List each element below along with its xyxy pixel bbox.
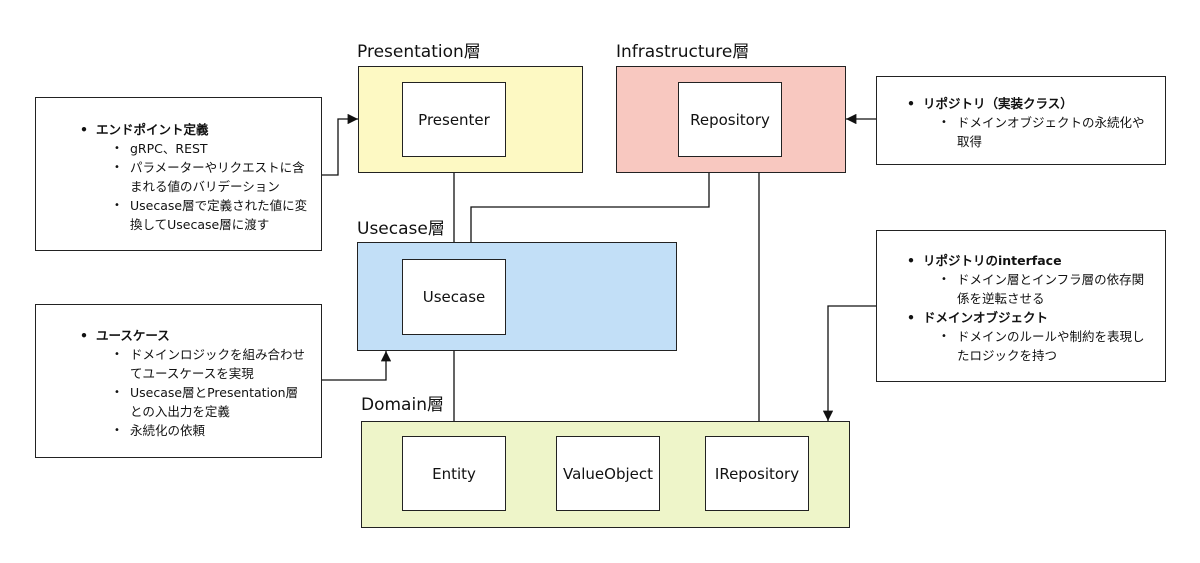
repository-class: Repository <box>678 82 782 157</box>
usecase-note: ユースケース ドメインロジックを組み合わせてユースケースを実現 Usecase層… <box>35 304 322 458</box>
domain-note-item: ドメイン層とインフラ層の依存関係を逆転させる <box>939 270 1153 308</box>
domain-note-heading: リポジトリのinterface <box>905 251 1153 270</box>
endpoint-note-arrow <box>322 113 358 176</box>
presenter-class: Presenter <box>402 82 506 157</box>
irepository-class: IRepository <box>705 436 809 511</box>
repository-to-usecase-arrow <box>471 157 710 258</box>
usecase-note-heading: ユースケース <box>78 326 309 345</box>
repository-impl-note: リポジトリ（実装クラス） ドメインオブジェクトの永続化や取得 <box>876 76 1166 165</box>
domain-note-heading: ドメインオブジェクト <box>905 308 1153 327</box>
endpoint-note: エンドポイント定義 gRPC、REST パラメーターやリクエストに含まれる値のバ… <box>35 97 322 251</box>
valueobject-class: ValueObject <box>556 436 660 511</box>
endpoint-note-item: gRPC、REST <box>112 139 309 158</box>
usecase-class: Usecase <box>402 259 506 335</box>
domain-note: リポジトリのinterface ドメイン層とインフラ層の依存関係を逆転させる ド… <box>876 230 1166 382</box>
domain-note-arrow <box>822 305 876 421</box>
usecase-layer-title: Usecase層 <box>357 219 445 239</box>
domain-note-item: ドメインのルールや制約を表現したロジックを持つ <box>939 327 1153 365</box>
presentation-layer-title: Presentation層 <box>357 42 481 62</box>
domain-layer-title: Domain層 <box>361 395 444 415</box>
usecase-note-item: Usecase層とPresentation層との入出力を定義 <box>112 383 309 421</box>
endpoint-note-item: パラメーターやリクエストに含まれる値のバリデーション <box>112 158 309 196</box>
repository-impl-note-item: ドメインオブジェクトの永続化や取得 <box>939 113 1153 151</box>
usecase-note-item: ドメインロジックを組み合わせてユースケースを実現 <box>112 345 309 383</box>
repository-impl-note-heading: リポジトリ（実装クラス） <box>905 94 1153 113</box>
usecase-note-arrow <box>322 351 392 381</box>
endpoint-note-item: Usecase層で定義された値に変換してUsecase層に渡す <box>112 196 309 234</box>
infrastructure-layer-title: Infrastructure層 <box>616 42 750 62</box>
usecase-note-item: 永続化の依頼 <box>112 421 309 440</box>
entity-class: Entity <box>402 436 506 511</box>
endpoint-note-heading: エンドポイント定義 <box>78 120 309 139</box>
